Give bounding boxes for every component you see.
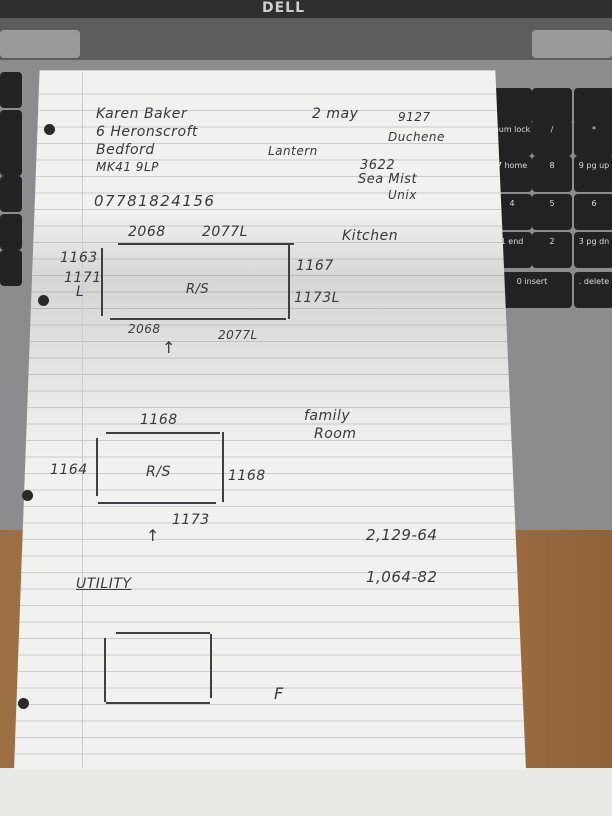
key[interactable] <box>0 214 22 250</box>
kitchen-right-1: 1167 <box>296 258 334 274</box>
punch-hole <box>38 295 49 306</box>
punch-hole <box>22 490 33 501</box>
kitchen-bottom-line <box>110 318 286 320</box>
family-center: R/S <box>146 464 171 480</box>
utility-mark: F <box>274 684 284 703</box>
customer-postcode: MK41 9LP <box>96 160 159 174</box>
family-right-line <box>222 432 224 502</box>
kitchen-right-2: 1173L <box>294 290 340 306</box>
key[interactable] <box>532 88 572 124</box>
finish: Unix <box>388 188 417 202</box>
customer-town: Bedford <box>96 142 155 158</box>
key[interactable]: * <box>574 120 612 156</box>
family-left: 1164 <box>50 462 88 478</box>
arrow-icon: ↑ <box>146 526 160 545</box>
family-bottom-line <box>98 502 216 504</box>
key[interactable] <box>0 140 22 176</box>
kitchen-top-1: 2068 <box>128 224 166 240</box>
kitchen-top-2: 2077L <box>202 224 248 240</box>
key[interactable]: 6 <box>574 194 612 230</box>
product-name: Duchene <box>388 130 445 144</box>
color-name: Sea Mist <box>358 172 418 187</box>
key[interactable] <box>0 110 22 146</box>
key[interactable] <box>492 88 532 124</box>
key[interactable]: 5 <box>532 194 572 230</box>
kitchen-bottom-1: 2068 <box>128 322 161 336</box>
hinge-tab <box>0 30 80 58</box>
key[interactable]: 9 pg up <box>574 156 612 192</box>
utility-label: UTILITY <box>76 576 132 592</box>
family-top: 1168 <box>140 412 178 428</box>
punch-hole <box>44 124 55 135</box>
total-2: 1,064-82 <box>366 568 438 586</box>
utility-right-line <box>210 634 212 698</box>
key[interactable]: 3 pg dn <box>574 232 612 268</box>
customer-address: 6 Heronscroft <box>96 124 198 140</box>
key[interactable]: / <box>532 120 572 156</box>
code: 3622 <box>360 158 396 173</box>
family-bottom: 1173 <box>172 512 210 528</box>
laptop-hinge <box>0 18 612 60</box>
punch-hole <box>18 698 29 709</box>
utility-bottom-line <box>106 702 210 704</box>
kitchen-bottom-2: 2077L <box>218 328 258 342</box>
key[interactable]: . delete <box>574 272 612 308</box>
kitchen-label: Kitchen <box>342 228 399 244</box>
dell-logo: DELL <box>262 0 306 16</box>
family-room-label-2: Room <box>314 426 357 442</box>
key[interactable] <box>574 88 612 124</box>
customer-phone: 07781824156 <box>94 192 216 210</box>
margin-line <box>82 72 83 768</box>
utility-left-line <box>104 638 106 702</box>
key[interactable]: 2 <box>532 232 572 268</box>
key[interactable] <box>0 72 22 108</box>
kitchen-left-2: 1171 <box>64 270 102 286</box>
hinge-tab <box>532 30 612 58</box>
ref-number: 9127 <box>398 110 431 124</box>
family-top-line <box>106 432 220 434</box>
arrow-icon: ↑ <box>162 338 176 357</box>
key[interactable]: 8 <box>532 156 572 192</box>
kitchen-left-line <box>101 248 103 316</box>
kitchen-top-line <box>118 243 294 245</box>
utility-top-line <box>116 632 210 634</box>
family-room-label-1: family <box>304 408 351 424</box>
product-center: Lantern <box>268 144 318 158</box>
key[interactable] <box>0 250 22 286</box>
family-left-line <box>96 438 98 496</box>
kitchen-left-3: L <box>76 284 85 300</box>
lined-paper-sheet <box>14 70 526 770</box>
total-1: 2,129-64 <box>366 526 438 544</box>
kitchen-left-1: 1163 <box>60 250 98 266</box>
paper-below <box>0 768 612 816</box>
customer-name: Karen Baker <box>96 106 188 122</box>
kitchen-right-line <box>288 243 290 319</box>
family-right: 1168 <box>228 468 266 484</box>
key[interactable] <box>0 176 22 212</box>
kitchen-center: R/S <box>186 282 210 297</box>
date: 2 may <box>312 106 359 122</box>
